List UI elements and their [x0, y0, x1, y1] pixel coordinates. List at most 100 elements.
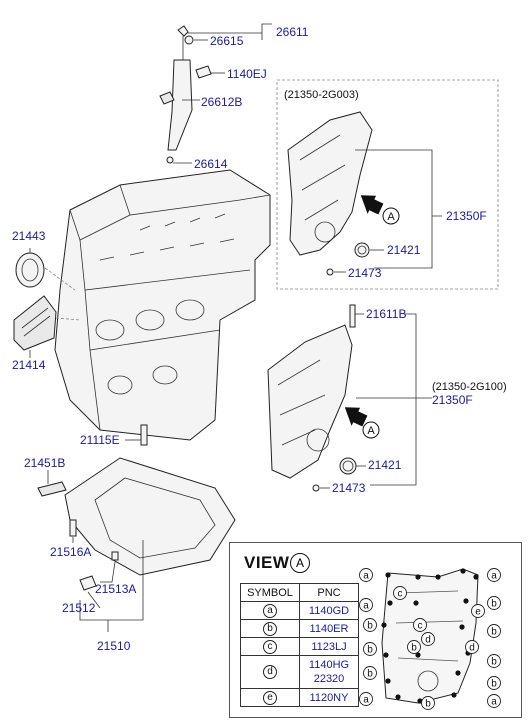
baffle-21451b	[37, 481, 67, 497]
dipstick-oring	[184, 35, 194, 45]
symbol-tag: b	[421, 696, 435, 710]
symbol-tag: a	[359, 692, 373, 706]
rear-seal-group	[13, 252, 81, 351]
pnc-value: 1140HG	[308, 659, 350, 671]
svg-text:b: b	[491, 599, 497, 610]
bolt-21115e	[140, 424, 148, 446]
label-21510: 21510	[97, 639, 131, 653]
mini-bolt-dots	[381, 568, 479, 704]
symbol-tag: b	[487, 596, 501, 610]
label-21350f-top: 21350F	[446, 209, 487, 223]
svg-text:b: b	[491, 657, 497, 668]
view-arrow-bottom: A	[344, 407, 380, 439]
label-26612b: 26612B	[201, 95, 242, 109]
bolt-21516a	[69, 519, 77, 537]
symbol-cell: d	[240, 655, 300, 689]
symbol-tag: b	[487, 654, 501, 668]
pnc-cell: 1123LJ	[299, 637, 359, 656]
view-arrow-top: A	[360, 195, 400, 225]
pnc-cell: 1140ER	[299, 619, 359, 638]
timing-cover-top	[287, 111, 373, 276]
svg-text:b: b	[367, 669, 373, 680]
symbol-cell: a	[240, 601, 300, 620]
bolt-dot	[463, 598, 469, 604]
variant-label-top: (21350-2G003)	[284, 89, 359, 101]
svg-text:d: d	[469, 643, 475, 654]
bolt-dot	[385, 678, 391, 684]
label-21512: 21512	[62, 601, 96, 615]
symbol-circle: e	[263, 690, 277, 705]
part-labels: 26611 26615 1140EJ 26612B 26614 21443 21…	[12, 25, 507, 653]
symbol-tag: b	[487, 624, 501, 638]
symbol-circle: b	[263, 621, 277, 636]
svg-text:a: a	[363, 601, 369, 612]
timing-cover-bottom	[267, 304, 357, 492]
plate-21414	[13, 295, 57, 351]
oil-pan	[64, 457, 236, 576]
label-26615: 26615	[210, 34, 244, 48]
symbol-tag: a	[359, 598, 373, 612]
view-letter-circle: A	[290, 553, 310, 573]
svg-text:b: b	[367, 621, 373, 632]
engine-block	[54, 169, 271, 441]
symbol-cell: e	[240, 688, 300, 707]
symbol-tag: d	[421, 632, 435, 646]
bolt-dot	[387, 600, 393, 606]
symbol-row: b 1140ER	[240, 619, 359, 638]
label-21421-bottom: 21421	[368, 458, 402, 472]
label-21516a: 21516A	[50, 545, 91, 559]
svg-text:a: a	[491, 697, 497, 708]
label-21421-top: 21421	[387, 243, 421, 257]
view-title: VIEW	[244, 553, 289, 573]
bolt-dot	[459, 624, 465, 630]
svg-text:b: b	[425, 699, 431, 710]
label-1140ej: 1140EJ	[227, 67, 267, 81]
label-21115e: 21115E	[80, 433, 120, 447]
symbol-tag: d	[465, 640, 479, 654]
stud-21611b	[349, 304, 356, 328]
drain-plug-21512	[79, 575, 97, 591]
symbol-circle: a	[263, 603, 277, 618]
bolt-dot	[395, 694, 401, 700]
bolt-dot	[455, 670, 461, 676]
pnc-value: 1123LJ	[311, 640, 347, 653]
pnc-cell: 1120NY	[299, 688, 359, 707]
arrow-label-top: A	[387, 211, 395, 223]
symbol-row: a 1140GD	[240, 601, 359, 620]
label-21473-top: 21473	[348, 266, 382, 280]
symbol-tag: c	[393, 586, 407, 600]
symbol-circle: c	[263, 639, 277, 654]
svg-text:c: c	[418, 621, 423, 632]
label-21443: 21443	[12, 229, 46, 243]
header-symbol: SYMBOL	[240, 583, 300, 602]
gasket-21513a	[111, 551, 119, 561]
svg-text:c: c	[398, 589, 403, 600]
symbol-tag: a	[359, 568, 373, 582]
view-title-text: VIEW	[244, 553, 290, 572]
svg-text:a: a	[363, 695, 369, 706]
pnc-cell: 1140GD	[299, 601, 359, 620]
bolt-dot	[381, 622, 387, 628]
pnc-value: 1140ER	[309, 622, 349, 635]
variant-label-bottom: (21350-2G100)	[432, 381, 507, 393]
label-26611: 26611	[276, 25, 309, 39]
symbol-tag: b	[487, 676, 501, 690]
symbol-row: c 1123LJ	[240, 637, 359, 656]
svg-text:b: b	[491, 627, 497, 638]
label-21611b: 21611B	[366, 307, 406, 321]
label-26614: 26614	[194, 157, 228, 171]
pnc-value: 1140GD	[308, 604, 350, 617]
svg-text:a: a	[491, 571, 497, 582]
leader-lines	[29, 23, 442, 632]
dipstick-handle	[177, 25, 189, 37]
symbol-tag: b	[363, 666, 377, 680]
bolt-dot	[435, 574, 441, 580]
symbol-cell: b	[240, 619, 300, 638]
bolt-dot	[413, 600, 419, 606]
label-21451b: 21451B	[24, 456, 65, 470]
